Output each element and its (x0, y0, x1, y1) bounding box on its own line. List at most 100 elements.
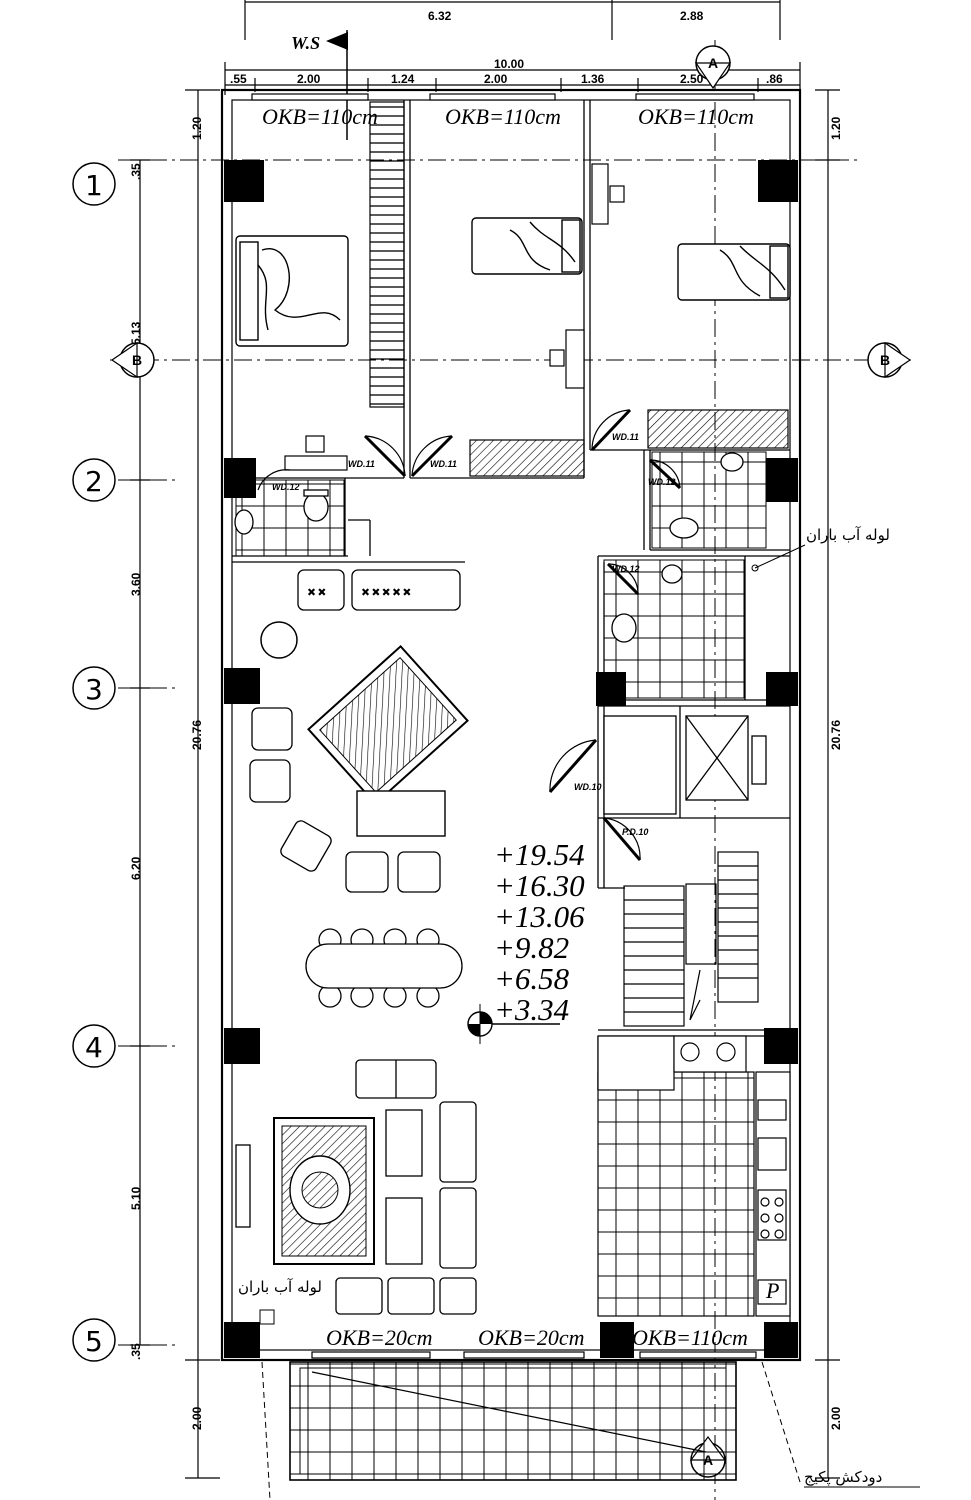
rain-pipe-leader-1 (754, 544, 806, 569)
dining-table-icon (305, 928, 463, 1008)
grid-axis-3: 3 (72, 666, 116, 710)
balcony-slope-line (311, 1371, 707, 1453)
door-label-4: WD.12 (272, 482, 300, 492)
stairwell-icon (623, 851, 759, 1027)
window-label-bot-1: OKB=20cm (326, 1325, 433, 1350)
window-label-bot-3: OKB=110cm (632, 1325, 748, 1350)
rain-pipe-icon-2 (259, 1309, 275, 1325)
bed-1-icon (235, 235, 349, 347)
dim-top-2: 2.88 (680, 9, 704, 23)
radiator-bedroom-2 (469, 439, 585, 477)
rain-pipe-label-2: لوله آب باران (238, 1278, 322, 1296)
dim-left-small-2: .35 (129, 1343, 143, 1360)
rug-2-icon (273, 1117, 375, 1265)
dim-total: 10.00 (494, 57, 524, 71)
columns (224, 160, 798, 1358)
door-swings (257, 408, 682, 861)
dim-seg-3: 1.24 (391, 72, 415, 86)
svg-text:3: 3 (85, 673, 103, 706)
kitchen-p-label: P (765, 1278, 779, 1303)
elevator-shaft-icon (603, 715, 767, 815)
dim-left-small-1: .35 (129, 163, 143, 180)
balcony-inner-edge (299, 1367, 727, 1475)
window-label-top-1: OKB=110cm (262, 104, 378, 129)
dim-seg-6: 2.50 (680, 72, 704, 86)
balcony-tiles (289, 1361, 737, 1481)
svg-text:B: B (880, 352, 890, 368)
dim-seg-5: 1.36 (581, 72, 605, 86)
door-label-5: WD.12 (648, 477, 676, 487)
dim-right-1: 1.20 (829, 116, 843, 140)
section-marker-b-right: B (867, 341, 912, 379)
door-label-6: WD.12 (612, 564, 640, 574)
window-label-top-2: OKB=110cm (445, 104, 561, 129)
north-arrow-icon (326, 30, 348, 140)
desk-bedroom-3 (284, 163, 625, 471)
window-label-bot-2: OKB=20cm (478, 1325, 585, 1350)
tv-stand-icon (356, 790, 446, 837)
grid-axis-2: 2 (72, 458, 116, 502)
door-label-8: P.D.10 (622, 827, 648, 837)
armchairs-icon (249, 707, 441, 893)
kitchen-floor-tiles (597, 1071, 755, 1317)
svg-text:+19.54: +19.54 (494, 837, 585, 872)
svg-text:1: 1 (85, 169, 103, 202)
balcony-guide-left (261, 1361, 271, 1500)
dim-seg-4: 2.00 (484, 72, 508, 86)
svg-text:× ×: × × (308, 585, 325, 599)
rug-1-icon (307, 644, 469, 806)
svg-text:4: 4 (85, 1031, 103, 1064)
svg-text:+16.30: +16.30 (494, 868, 585, 903)
door-label-2: WD.11 (430, 459, 457, 469)
svg-text:B: B (132, 352, 142, 368)
dim-seg-2: 2.00 (297, 72, 321, 86)
svg-text:5: 5 (85, 1325, 103, 1358)
svg-text:+9.82: +9.82 (494, 930, 569, 965)
svg-text:2: 2 (85, 465, 103, 498)
dim-right-2: 2.00 (829, 1406, 843, 1430)
dim-top-1: 6.32 (428, 9, 452, 23)
sofa-set-top: × × × × × × × (297, 569, 461, 611)
stair-bedroom-1 (369, 101, 405, 408)
bed-3-icon (677, 243, 791, 301)
kitchen-cabinets (597, 1035, 791, 1317)
svg-text:+6.58: +6.58 (494, 961, 570, 996)
section-marker-a-top: A (694, 45, 732, 90)
hood-flue-label: دودکش پکیج (804, 1468, 882, 1487)
dim-left-6: 2.00 (190, 1406, 204, 1430)
dim-left-2: 5.13 (129, 321, 143, 345)
bottom-windows (311, 1351, 757, 1359)
dim-overall-left: 20.76 (190, 720, 204, 750)
top-windows (251, 93, 755, 101)
door-label-1: WD.11 (348, 459, 375, 469)
grid-axis-4: 4 (72, 1024, 116, 1068)
svg-text:A: A (708, 55, 718, 71)
balcony-guide-right (761, 1361, 801, 1483)
window-label-top-3: OKB=110cm (638, 104, 754, 129)
dim-overall-right: 20.76 (829, 720, 843, 750)
dim-left-1: 1.20 (190, 116, 204, 140)
section-marker-b-left: B (110, 341, 155, 379)
level-marker-icon (467, 1004, 493, 1044)
rain-pipe-label-1: لوله آب باران (806, 526, 890, 544)
svg-text:+13.06: +13.06 (494, 899, 585, 934)
toilets-icon (234, 452, 744, 643)
north-label: W.S (291, 33, 320, 53)
grid-axis-1: 1 (72, 162, 116, 206)
svg-text:× × × × ×: × × × × × (362, 585, 410, 599)
svg-text:+3.34: +3.34 (494, 992, 569, 1027)
rain-pipe-icon-1 (751, 564, 759, 572)
dim-left-3: 3.60 (129, 572, 143, 596)
lower-sofa-set (235, 1059, 477, 1315)
dim-seg-7: .86 (766, 72, 783, 86)
elevation-list: +19.54 +16.30 +13.06 +9.82 +6.58 +3.34 (490, 837, 585, 1027)
dim-left-5: 5.10 (129, 1186, 143, 1210)
door-label-3: WD.11 (612, 432, 639, 442)
bed-2-icon (471, 217, 583, 275)
dim-left-4: 6.20 (129, 856, 143, 880)
dim-seg-1: .55 (230, 72, 247, 86)
radiator-bedroom-3 (647, 409, 789, 449)
grid-axis-5: 5 (72, 1318, 116, 1362)
round-table-icon (260, 621, 298, 659)
